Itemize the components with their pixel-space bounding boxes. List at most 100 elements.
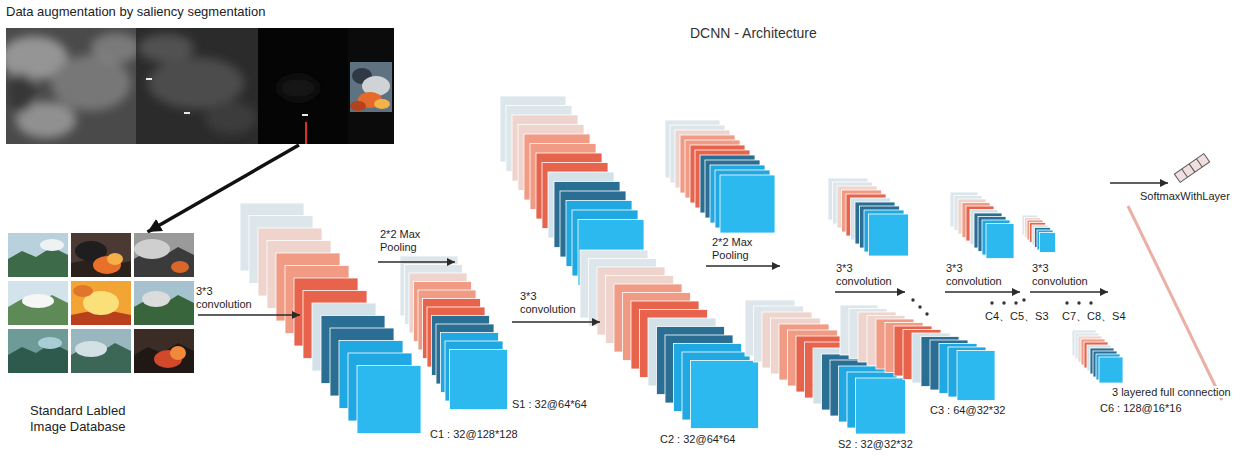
- softmax-bar: [1174, 154, 1209, 183]
- label-slot: C1 : 32@128*128: [430, 428, 518, 441]
- operation-arrow: [945, 291, 1020, 292]
- operation-arrow: [1110, 182, 1168, 183]
- operation-arrow: [706, 265, 780, 266]
- softmax-divider: [1182, 159, 1202, 178]
- image-sky: [71, 329, 131, 373]
- label-slot: C4、C5、S3: [985, 310, 1049, 323]
- feature-map-stack: [950, 192, 1014, 259]
- saliency-panel: [6, 28, 141, 144]
- segment-mark: [146, 78, 152, 80]
- operation-label: 3*3 convolution: [836, 262, 892, 287]
- feature-map: [1099, 357, 1123, 383]
- ellipsis-dot: [925, 312, 928, 315]
- smoke: [138, 34, 257, 134]
- fire-photo: [350, 62, 392, 112]
- feature-map-stack: [1072, 330, 1123, 383]
- image-sky: [8, 281, 68, 325]
- operation-label: 3*3 convolution: [1032, 262, 1088, 287]
- image-grid: [8, 233, 194, 373]
- ellipsis-dot: [1089, 301, 1092, 304]
- segment-mark: [305, 122, 307, 144]
- image-sky: [134, 329, 194, 373]
- feature-map: [1040, 233, 1056, 253]
- image-ground: [8, 343, 68, 373]
- output-label: SoftmaxWithLayer: [1140, 190, 1230, 202]
- label-slot: C7、C8、S4: [1062, 310, 1126, 323]
- operation-arrow: [512, 321, 600, 322]
- layer-label: C6 : 128@16*16: [1100, 402, 1182, 414]
- layer-label: S2 : 32@32*32: [838, 438, 913, 450]
- label-slot: 3 layered full connection: [1112, 386, 1231, 399]
- sample-image: [8, 281, 68, 325]
- smoke-blob: [278, 76, 318, 100]
- smoke-blob: [138, 34, 194, 62]
- label-slot: C2 : 32@64*64: [660, 433, 735, 446]
- connection-label: 3 layered full connection: [1112, 386, 1231, 398]
- strip-ground: [6, 28, 394, 144]
- operation-label: 3*3 convolution: [196, 285, 252, 310]
- label-slot: S2 : 32@32*32: [838, 438, 913, 451]
- label-slot: 3*3 convolution: [946, 262, 1012, 288]
- image-blob: [170, 346, 186, 360]
- feature-map: [869, 214, 909, 256]
- image-blob: [22, 294, 54, 308]
- label-slot: 3*3 convolution: [520, 290, 586, 316]
- image-ground: [8, 247, 68, 277]
- layer-label: C3 : 64@32*32: [930, 404, 1005, 416]
- image-blob: [142, 291, 170, 307]
- label-slot: 2*2 Max Pooling: [380, 228, 446, 254]
- sample-image: [71, 329, 131, 373]
- feature-map-stack: [828, 178, 909, 256]
- label-slot: SoftmaxWithLayer: [1140, 190, 1230, 203]
- sample-image: [71, 233, 131, 277]
- image-blob: [134, 239, 170, 259]
- diagram-title: DCNN - Architecture: [690, 25, 817, 41]
- smoke-blob: [148, 57, 244, 109]
- feature-map: [720, 175, 775, 233]
- image-ground: [134, 343, 194, 373]
- feature-map-stack: [580, 250, 759, 429]
- label-slot: C6 : 128@16*16: [1100, 402, 1182, 415]
- operation-label: 2*2 Max Pooling: [712, 236, 752, 261]
- image-ground: [8, 295, 68, 325]
- photo-ground: [350, 62, 392, 112]
- image-blob: [40, 239, 64, 251]
- segment-mark: [184, 112, 190, 114]
- ellipsis-dot: [1077, 301, 1080, 304]
- feature-map-stack: [665, 120, 775, 233]
- sample-image: [8, 233, 68, 277]
- image-sky: [134, 281, 194, 325]
- photo-blob: [350, 101, 366, 111]
- title-slot: DCNN - Architecture: [690, 24, 817, 42]
- sample-image: [8, 329, 68, 373]
- photo-blob: [374, 99, 390, 109]
- feature-map-stack: [1022, 215, 1056, 253]
- feature-map: [957, 351, 995, 401]
- operation-arrow: [198, 314, 300, 315]
- layer-label: S1 : 32@64*64: [512, 398, 587, 410]
- layer-label: C7、C8、S4: [1062, 310, 1126, 322]
- smoke-blob: [91, 33, 141, 63]
- operation-label: 2*2 Max Pooling: [380, 228, 420, 253]
- label-slot: 3*3 convolution: [1032, 262, 1098, 288]
- full-connection-line: [1128, 206, 1222, 400]
- image-sky: [8, 329, 68, 373]
- section-heading: Data augmentation by saliency segmentati…: [6, 4, 394, 20]
- feature-map: [357, 366, 421, 434]
- feature-map-stack: [240, 203, 421, 434]
- label-slot: 3*3 convolution: [196, 285, 262, 311]
- operation-arrow: [1030, 291, 1108, 292]
- image-blob: [75, 341, 107, 357]
- smoke-blob: [7, 73, 35, 113]
- label-slot: 3*3 convolution: [836, 262, 902, 288]
- image-blob: [38, 337, 62, 349]
- feature-map: [856, 378, 906, 434]
- image-sky: [71, 281, 131, 325]
- flow-arrow: [148, 145, 299, 232]
- feature-map-stack: [400, 256, 508, 410]
- smoke-blob: [51, 55, 131, 111]
- label-slot: C3 : 64@32*32: [930, 404, 1005, 417]
- feature-map-stacks: [240, 96, 1123, 434]
- layer-label: C4、C5、S3: [985, 310, 1049, 322]
